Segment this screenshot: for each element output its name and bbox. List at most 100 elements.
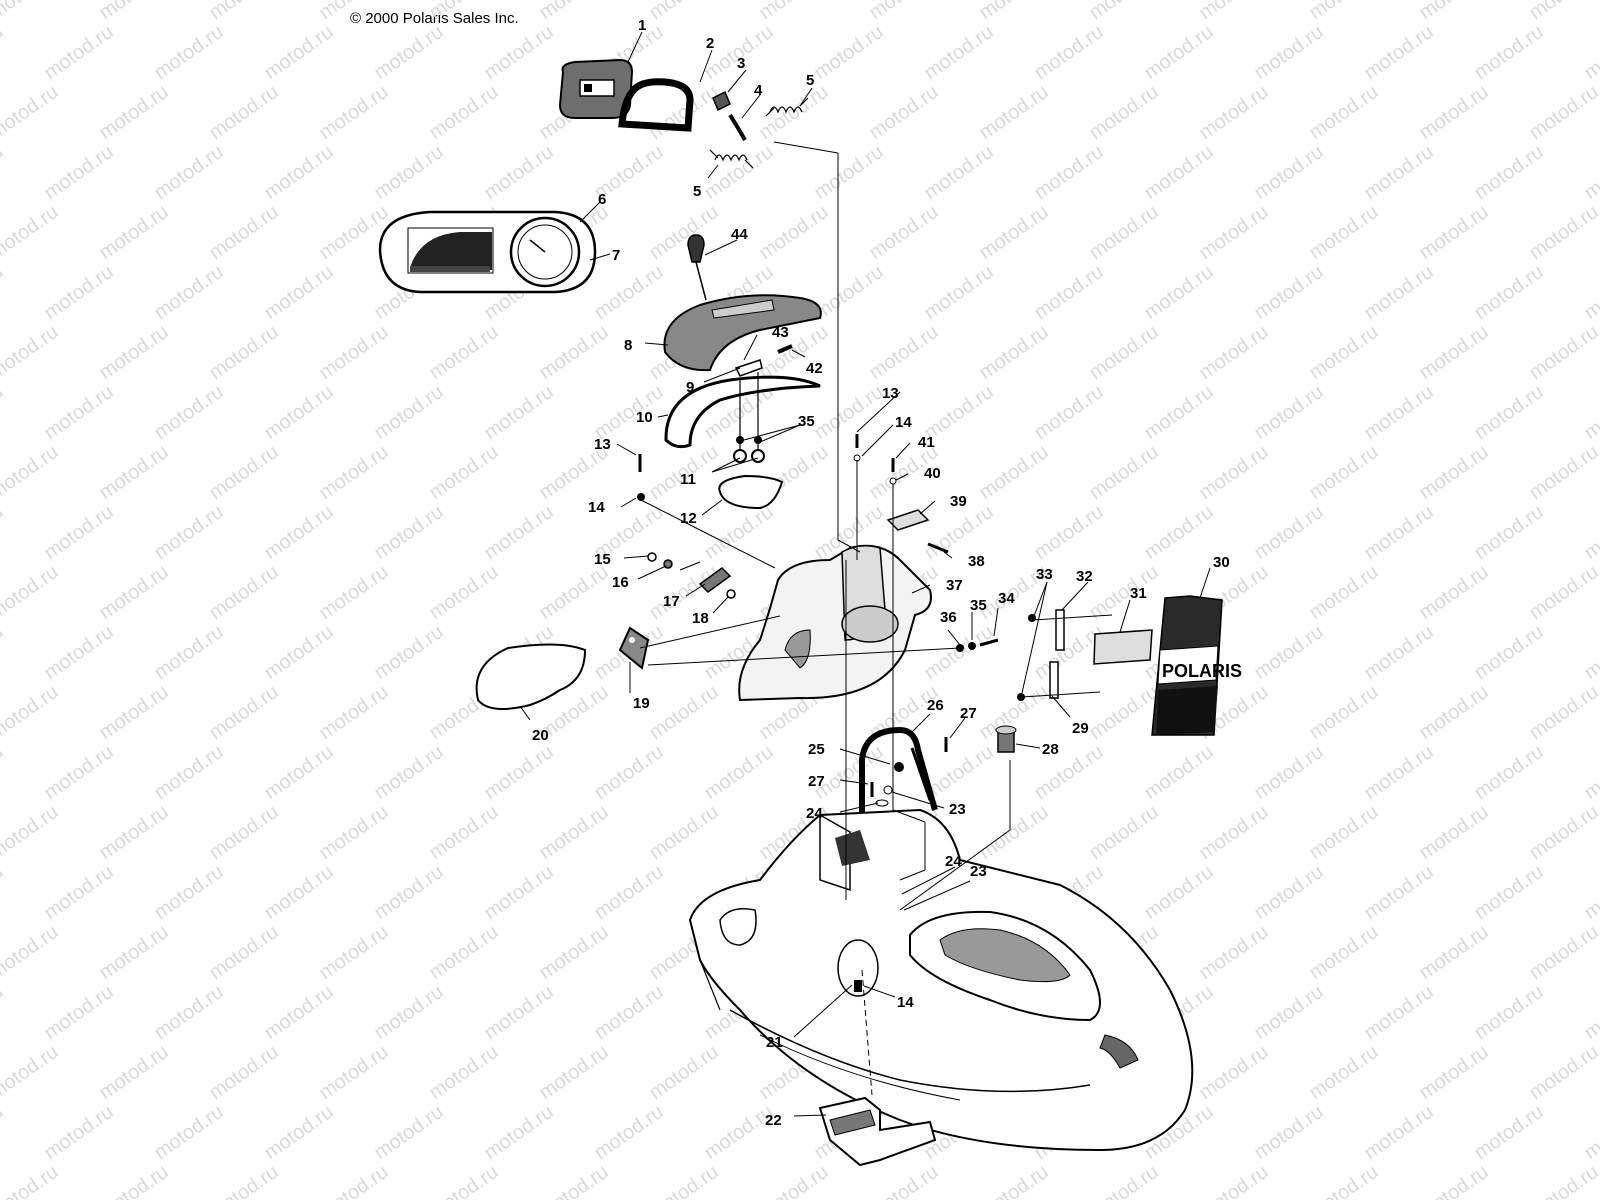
watermark-text: motod.ru xyxy=(1415,1161,1492,1200)
callout-9: 9 xyxy=(686,379,694,396)
watermark-text: motod.ru xyxy=(975,801,1052,864)
callout-21: 21 xyxy=(766,1034,783,1051)
watermark-text: motod.ru xyxy=(920,141,997,204)
watermark-text: motod.ru xyxy=(150,741,227,804)
callout-29: 29 xyxy=(1072,720,1089,737)
watermark-text: motod.ru xyxy=(370,861,447,924)
hull-body xyxy=(688,808,1194,1152)
watermark-text: motod.ru xyxy=(1085,561,1162,624)
watermark-text: motod.ru xyxy=(315,681,392,744)
watermark-text: motod.ru xyxy=(0,321,63,384)
watermark-text: motod.ru xyxy=(1250,621,1327,684)
watermark-text: motod.ru xyxy=(1305,921,1382,984)
watermark-text: motod.ru xyxy=(1195,81,1272,144)
watermark-text: motod.ru xyxy=(1360,141,1437,204)
watermark-text: motod.ru xyxy=(150,21,227,84)
callout-14-left: 14 xyxy=(588,499,605,516)
watermark-text: motod.ru xyxy=(425,441,502,504)
watermark-text: motod.ru xyxy=(1360,861,1437,924)
watermark-text: motod.ru xyxy=(1195,201,1272,264)
watermark-text: motod.ru xyxy=(1470,501,1547,564)
watermark-text: motod.ru xyxy=(205,921,282,984)
watermark-text: motod.ru xyxy=(1085,1161,1162,1200)
callout-26: 26 xyxy=(927,697,944,714)
watermark-text: motod.ru xyxy=(40,1101,117,1164)
watermark-text: motod.ru xyxy=(920,261,997,324)
watermark-text: motod.ru xyxy=(645,681,722,744)
watermark-text: motod.ru xyxy=(755,1161,832,1200)
watermark-text: motod.ru xyxy=(1305,801,1382,864)
watermark-text: motod.ru xyxy=(645,201,722,264)
watermark-text: motod.ru xyxy=(1470,261,1547,324)
watermark-text: motod.ru xyxy=(425,81,502,144)
callout-7: 7 xyxy=(612,247,620,264)
part-13-bolt-center xyxy=(853,434,861,462)
watermark-text: motod.ru xyxy=(1140,861,1217,924)
watermark-text: motod.ru xyxy=(1415,561,1492,624)
watermark-text: motod.ru xyxy=(0,381,8,444)
callout-27-right: 27 xyxy=(960,705,977,722)
watermark-text: motod.ru xyxy=(315,921,392,984)
callout-22: 22 xyxy=(765,1112,782,1129)
watermark-text: motod.ru xyxy=(260,261,337,324)
callout-19: 19 xyxy=(633,695,650,712)
watermark-text: motod.ru xyxy=(1525,0,1600,24)
watermark-text: motod.ru xyxy=(95,801,172,864)
watermark-text: motod.ru xyxy=(865,201,942,264)
watermark-text: motod.ru xyxy=(40,21,117,84)
part-6-gauge-cluster xyxy=(378,210,597,294)
watermark-text: motod.ru xyxy=(535,321,612,384)
watermark-text: motod.ru xyxy=(95,561,172,624)
watermark-text: motod.ru xyxy=(260,981,337,1044)
watermark-text: motod.ru xyxy=(425,0,502,24)
watermark-text: motod.ru xyxy=(645,1161,722,1200)
watermark-text: motod.ru xyxy=(0,0,63,24)
callout-24-top: 24 xyxy=(806,805,823,822)
watermark-text: motod.ru xyxy=(1580,261,1600,324)
watermark-text: motod.ru xyxy=(0,741,8,804)
part-12-pad xyxy=(718,474,784,510)
watermark-text: motod.ru xyxy=(1085,681,1162,744)
watermark-text: motod.ru xyxy=(590,741,667,804)
watermark-text: motod.ru xyxy=(425,1041,502,1104)
callout-39: 39 xyxy=(950,493,967,510)
watermark-text: motod.ru xyxy=(1470,861,1547,924)
watermark-text: motod.ru xyxy=(40,981,117,1044)
watermark-text: motod.ru xyxy=(1305,0,1382,24)
watermark-text: motod.ru xyxy=(315,441,392,504)
watermark-text: motod.ru xyxy=(975,441,1052,504)
part-19-bracket xyxy=(618,626,650,670)
watermark-text: motod.ru xyxy=(1360,261,1437,324)
watermark-text: motod.ru xyxy=(1195,921,1272,984)
watermark-text: motod.ru xyxy=(1415,681,1492,744)
watermark-text: motod.ru xyxy=(0,21,8,84)
watermark-text: motod.ru xyxy=(150,621,227,684)
watermark-text: motod.ru xyxy=(315,81,392,144)
watermark-text: motod.ru xyxy=(260,381,337,444)
watermark-text: motod.ru xyxy=(865,1161,942,1200)
watermark-text: motod.ru xyxy=(260,501,337,564)
watermark-text: motod.ru xyxy=(1195,0,1272,24)
watermark-text: motod.ru xyxy=(370,501,447,564)
watermark-text: motod.ru xyxy=(1360,1101,1437,1164)
watermark-text: motod.ru xyxy=(700,1101,777,1164)
watermark-text: motod.ru xyxy=(1085,81,1162,144)
callout-13-left: 13 xyxy=(594,436,611,453)
watermark-text: motod.ru xyxy=(1250,141,1327,204)
callout-14-center: 14 xyxy=(895,414,912,431)
watermark-text: motod.ru xyxy=(315,321,392,384)
watermark-text: motod.ru xyxy=(205,1161,282,1200)
callout-23-bottom: 23 xyxy=(970,863,987,880)
watermark-text: motod.ru xyxy=(95,201,172,264)
callout-labels: 1 2 3 4 5 5 6 7 44 8 43 42 9 10 35 11 12… xyxy=(532,17,1230,1129)
assembly-lines xyxy=(639,141,1113,1096)
watermark-text: motod.ru xyxy=(40,741,117,804)
watermark-text: motod.ru xyxy=(315,561,392,624)
callout-13-center: 13 xyxy=(882,385,899,402)
watermark-text: motod.ru xyxy=(425,1161,502,1200)
watermark-text: motod.ru xyxy=(1195,441,1272,504)
watermark-text: motod.ru xyxy=(370,621,447,684)
watermark-text: motod.ru xyxy=(590,261,667,324)
watermark-text: motod.ru xyxy=(1140,21,1217,84)
